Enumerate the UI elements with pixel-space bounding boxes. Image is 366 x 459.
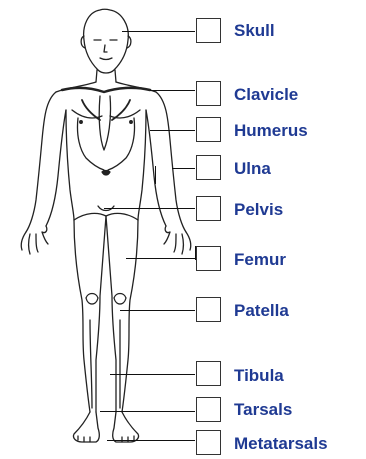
clavicle-answer-box[interactable] [196,81,221,106]
femur-leader-line [126,258,195,259]
pelvis-label: Pelvis [234,200,283,220]
tibula-answer-box[interactable] [196,361,221,386]
skull-answer-box[interactable] [196,18,221,43]
patella-answer-box[interactable] [196,297,221,322]
ulna-answer-box[interactable] [196,155,221,180]
ulna-leader-line [172,168,195,169]
pelvis-answer-box[interactable] [196,196,221,221]
femur-label: Femur [234,250,286,270]
metatarsals-answer-box[interactable] [196,430,221,455]
clavicle-label: Clavicle [234,85,298,105]
skull-leader-line [122,31,195,32]
ulna-label: Ulna [234,159,271,179]
clavicle-leader-line [150,90,195,91]
ulna-leader-tick [155,166,156,184]
metatarsals-leader-line [107,440,195,441]
tibula-leader-line [110,374,195,375]
pelvis-leader-line [104,208,195,209]
tarsals-label: Tarsals [234,400,292,420]
humerus-label: Humerus [234,121,308,141]
patella-label: Patella [234,301,289,321]
skull-label: Skull [234,21,275,41]
tarsals-leader-line [100,411,195,412]
tibula-label: Tibula [234,366,284,386]
humerus-leader-line [150,130,195,131]
metatarsals-label: Metatarsals [234,434,328,454]
femur-answer-box[interactable] [196,246,221,271]
humerus-answer-box[interactable] [196,117,221,142]
patella-leader-line [120,310,195,311]
tarsals-answer-box[interactable] [196,397,221,422]
